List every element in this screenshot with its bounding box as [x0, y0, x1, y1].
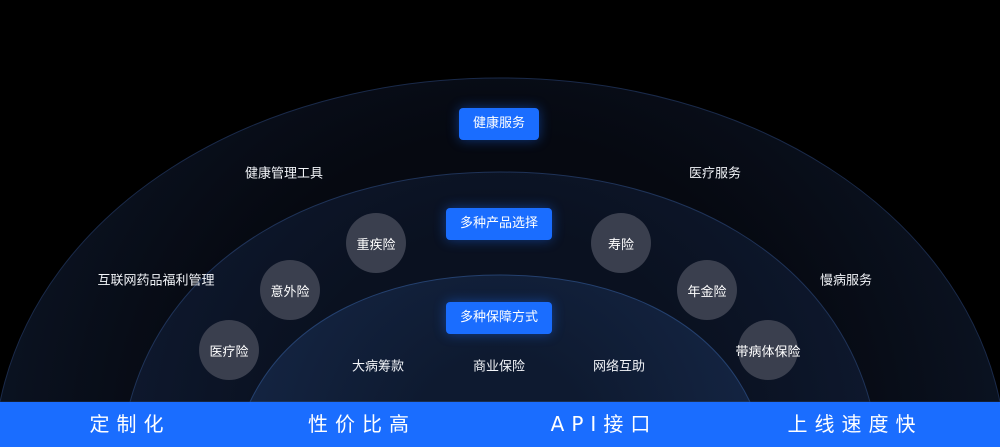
- inner-ring: [249, 274, 751, 403]
- feature-customizable: 定制化: [89, 412, 171, 436]
- feature-bar: 定制化 性价比高 API接口 上线速度快: [0, 402, 1000, 447]
- inner-ring-title: 多种保障方式: [445, 302, 553, 334]
- annuity-insurance-bubble: 年金险: [677, 260, 737, 320]
- feature-cost-effective: 性价比高: [308, 412, 416, 436]
- medical-services-label: 医疗服务: [688, 166, 742, 182]
- critical-illness-insurance-bubble: 重疾险: [346, 213, 406, 273]
- accident-insurance-bubble: 意外险: [260, 260, 320, 320]
- online-mutual-aid-label: 网络互助: [592, 359, 646, 375]
- internet-pharmacy-benefits-label: 互联网药品福利管理: [97, 273, 215, 289]
- critical-illness-fundraising-label: 大病筹款: [351, 359, 405, 375]
- middle-ring-title: 多种产品选择: [445, 208, 553, 240]
- feature-fast-launch: 上线速度快: [787, 412, 923, 436]
- outer-ring-title: 健康服务: [458, 108, 540, 140]
- medical-insurance-bubble: 医疗险: [199, 320, 259, 380]
- life-insurance-bubble: 寿险: [591, 213, 651, 273]
- commercial-insurance-label: 商业保险: [472, 359, 526, 375]
- feature-api-interface: API接口: [550, 412, 658, 436]
- chronic-disease-services-label: 慢病服务: [819, 273, 873, 289]
- pre-existing-condition-insurance-bubble: 带病体保险: [736, 320, 801, 380]
- health-management-tools-label: 健康管理工具: [244, 166, 324, 182]
